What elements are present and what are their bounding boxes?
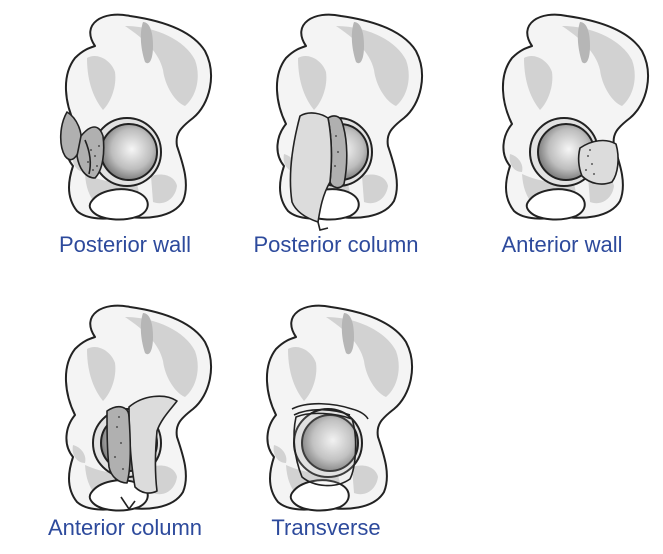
panel-posterior-column: Posterior column <box>236 6 436 257</box>
fracture-fragment <box>293 412 357 487</box>
fracture-fragment <box>577 139 619 185</box>
panel-caption: Posterior column <box>253 232 419 257</box>
fracture-fragment <box>128 395 178 494</box>
panel-caption: Transverse <box>271 515 381 540</box>
panel-caption: Anterior wall <box>501 232 623 257</box>
panel-caption: Posterior wall <box>58 232 192 257</box>
pelvis-illustration <box>265 304 414 512</box>
pelvis-illustration <box>64 304 213 512</box>
fracture-fragment <box>106 405 132 484</box>
panel-posterior-wall: Posterior wall <box>25 6 225 257</box>
pelvis-illustration <box>59 13 213 221</box>
fracture-fragment <box>59 111 83 161</box>
panel-anterior-column: Anterior column <box>25 297 225 540</box>
pelvis-illustration <box>275 13 424 231</box>
panel-caption: Anterior column <box>47 515 203 540</box>
fracture-fragment <box>289 112 333 223</box>
panel-transverse: Transverse <box>226 297 426 540</box>
panel-anterior-wall: Anterior wall <box>462 6 662 257</box>
pelvis-illustration <box>501 13 650 221</box>
